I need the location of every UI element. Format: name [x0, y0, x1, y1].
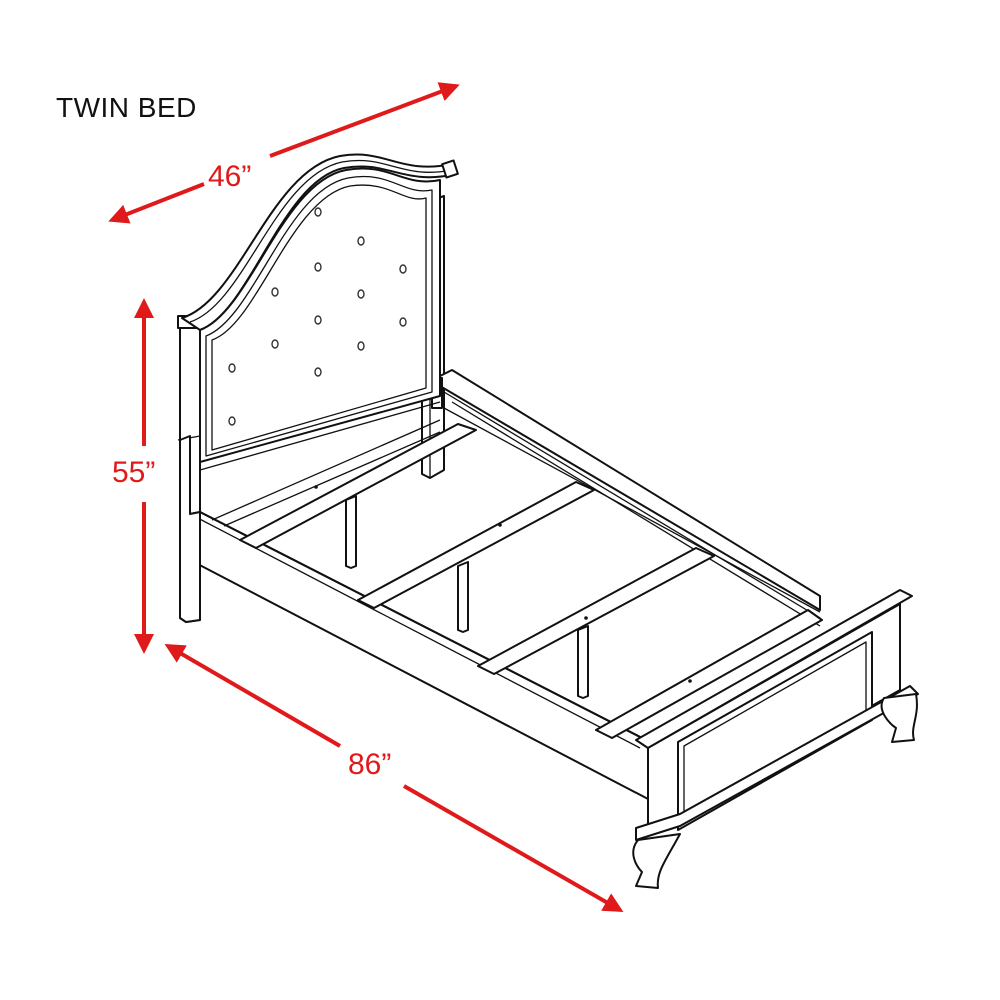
front-right-foot: [880, 693, 918, 743]
diagram-title: TWIN BED: [56, 92, 197, 123]
slat-ledges: [211, 407, 821, 613]
width-dimension-label: 46”: [208, 160, 252, 193]
length-dimension-arrow: [164, 643, 624, 912]
slat-2: [357, 481, 595, 609]
front-left-foot: [632, 833, 681, 889]
length-dimension-label: 86”: [348, 748, 392, 781]
height-dimension-label: 55”: [112, 456, 156, 489]
slat-1: [239, 423, 477, 549]
width-dimension-arrow: [108, 82, 460, 224]
slat-4: [595, 609, 823, 739]
headboard-left-leg: [179, 435, 201, 623]
footboard: [632, 589, 919, 889]
slat-3: [477, 547, 715, 675]
tufted-buttons: [228, 207, 407, 426]
center-support-legs: [345, 495, 589, 699]
